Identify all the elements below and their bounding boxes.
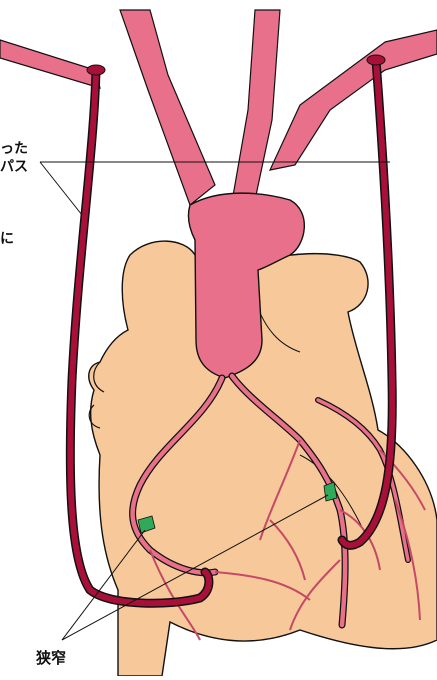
bypass-label-line2: パス	[0, 160, 28, 175]
left-branch-vessel	[0, 40, 100, 88]
bypass-label-line1: った	[0, 142, 28, 157]
graft-anastomosis-right	[367, 55, 385, 65]
stenosis-label: 狭窄	[36, 650, 66, 667]
carotid-vessel	[233, 10, 280, 200]
partial-label: に	[0, 232, 14, 247]
brachiocephalic-vessel	[120, 10, 215, 205]
right-branch-vessel	[270, 30, 437, 170]
graft-anastomosis-left	[87, 65, 105, 75]
